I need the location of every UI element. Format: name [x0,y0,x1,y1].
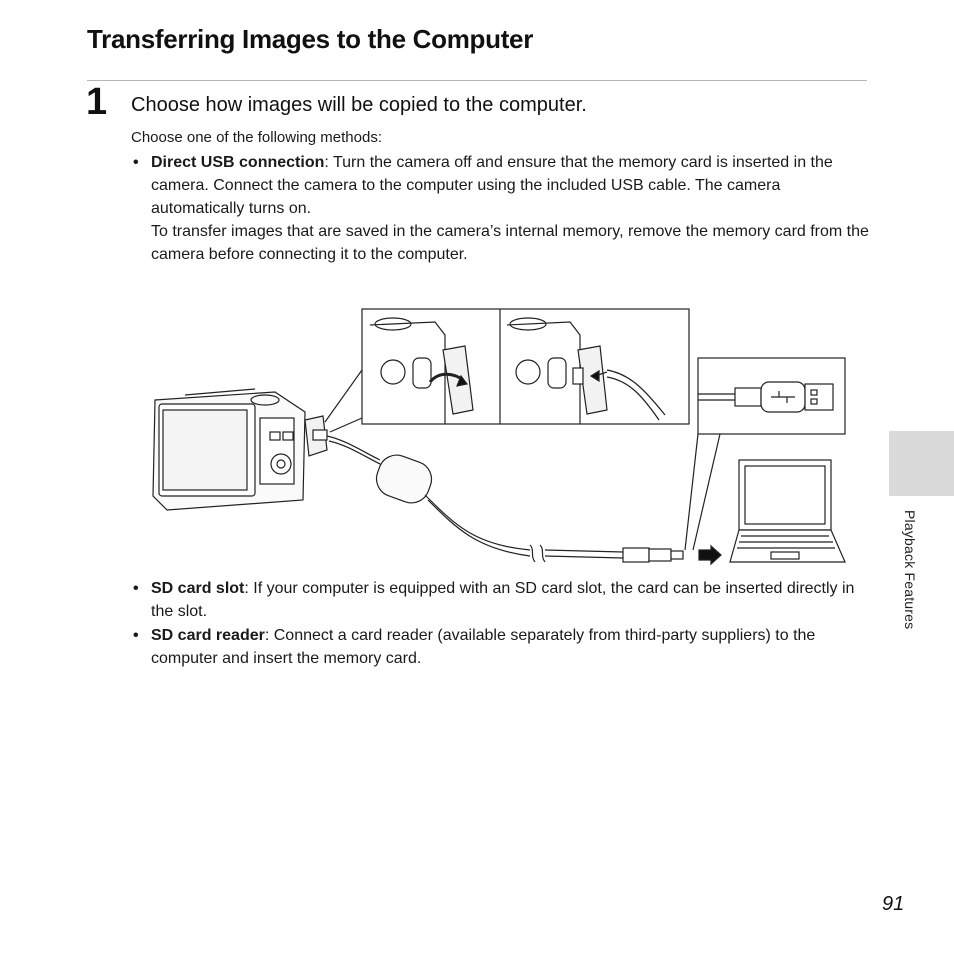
bullet-icon: • [133,580,139,597]
method-term: SD card reader [151,627,265,644]
list-item-sd-card-reader: • SD card reader: Connect a card reader … [131,624,871,670]
step-heading: Choose how images will be copied to the … [131,94,587,116]
chapter-tab [889,431,954,496]
usb-plug-detail [698,381,834,413]
bullet-icon: • [133,154,139,171]
method-text: : Connect a card reader (available separ… [151,627,816,667]
camera-port-detail-left [369,317,474,424]
method-text: : If your computer is equipped with an S… [151,580,855,620]
method-note: To transfer images that are saved in the… [151,223,869,263]
camera-icon [152,388,306,511]
chapter-tab-label: Playback Features [902,510,918,630]
usb-connection-illustration [152,308,846,566]
page-title: Transferring Images to the Computer [87,24,534,54]
step-intro: Choose one of the following methods: [131,129,382,146]
title-divider [87,80,867,81]
list-item-sd-card-slot: • SD card slot: If your computer is equi… [131,577,871,623]
method-text: : Turn the camera off and ensure that th… [151,154,833,217]
step-number: 1 [86,81,108,123]
method-term: Direct USB connection [151,154,325,171]
method-list-top: • Direct USB connection: Turn the camera… [131,151,871,267]
camera-port-detail-right [506,317,666,424]
method-term: SD card slot [151,580,245,597]
bullet-icon: • [133,627,139,644]
method-list-bottom: • SD card slot: If your computer is equi… [131,577,871,671]
page-number: 91 [882,893,905,915]
laptop-icon [729,459,846,563]
list-item-direct-usb: • Direct USB connection: Turn the camera… [131,151,871,266]
